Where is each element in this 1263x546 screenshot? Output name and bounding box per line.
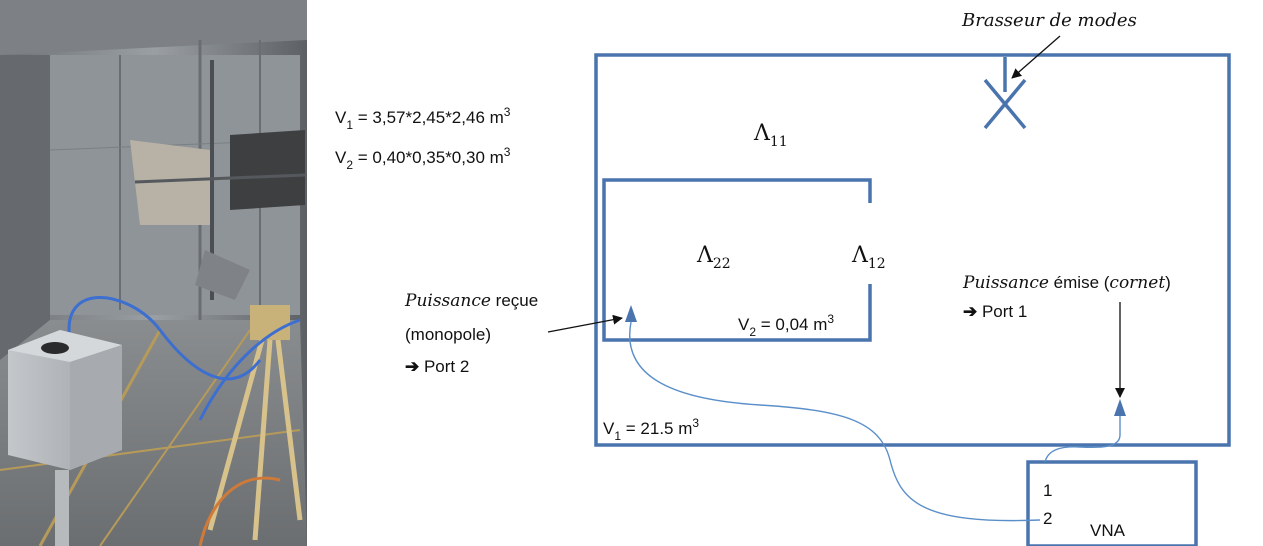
vna-port1: 1 [1043,481,1052,500]
horn-antenna-icon [1114,399,1126,416]
cable-port1 [1044,416,1121,463]
vna-box [1026,460,1198,546]
v2-dimensions: V2 = 0,40*0,35*0,30 m3 [335,145,511,172]
cable-port2 [629,321,1041,522]
vna-label: VNA [1090,521,1126,540]
outer-chamber-box [594,53,1231,447]
v1-dimensions: V1 = 3,57*2,45*2,46 m3 [335,105,511,132]
stirrer-arrow [1011,35,1061,79]
received-arrow [547,314,623,333]
port2-label: ➔ Port 2 [405,357,469,376]
v1-value: V1 = 21.5 m3 [603,416,699,443]
emitted-power-label: Puissance émise (cornet) [962,273,1171,293]
received-power-antenna: (monopole) [405,325,491,344]
v2-value: V2 = 0,04 m3 [738,312,834,339]
port1-label: ➔ Port 1 [963,302,1027,321]
mode-stirrer-icon [983,57,1027,130]
lambda-22: Λ22 [696,243,731,272]
inner-cavity-box [602,178,872,342]
received-power-label: Puissance reçue [404,291,538,311]
monopole-antenna-icon [625,305,637,322]
vna-port2: 2 [1043,509,1052,528]
chamber-photo [0,0,307,546]
lambda-11: Λ11 [753,121,788,150]
lambda-12: Λ12 [851,243,886,272]
stirrer-label: Brasseur de modes [961,10,1137,31]
